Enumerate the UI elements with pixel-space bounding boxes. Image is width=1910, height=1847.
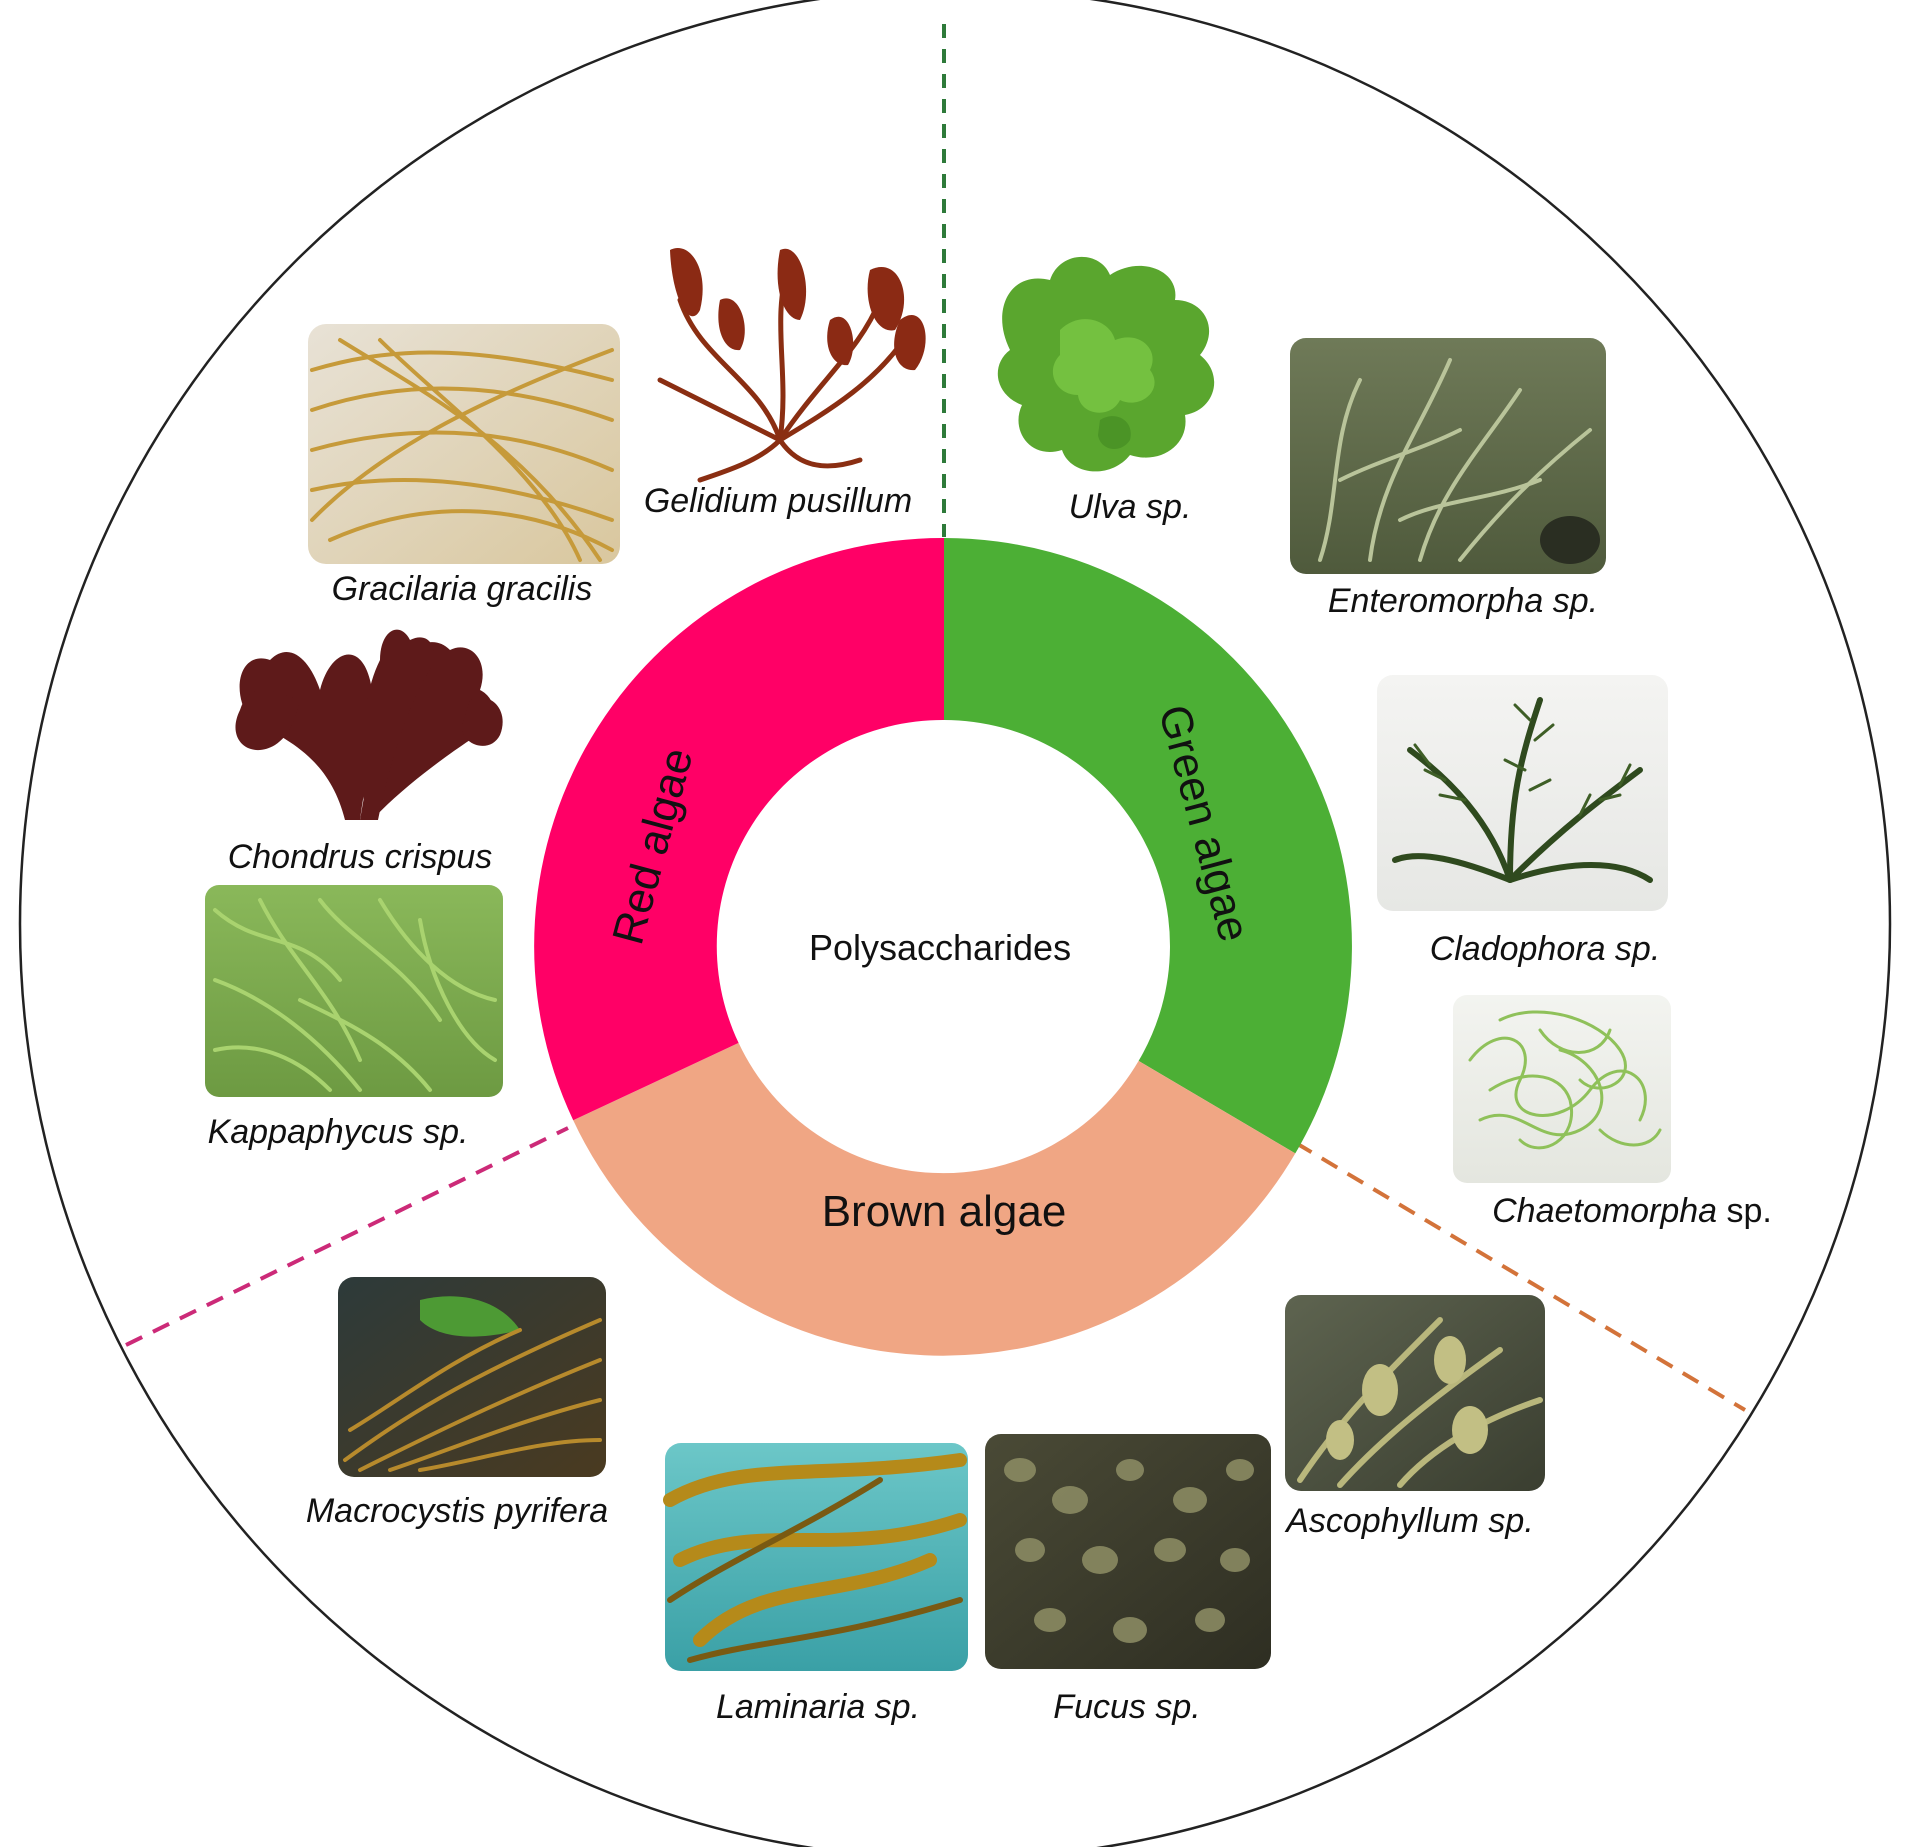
enteromorpha-label: Enteromorpha sp.: [1328, 582, 1598, 620]
green-algae-segment: [944, 538, 1352, 1154]
chondrus-photo: [235, 629, 503, 820]
kappaphycus-photo: [205, 885, 503, 1097]
brown-algae-segment: [573, 1042, 1296, 1356]
red-algae-segment: [534, 537, 944, 1121]
ulva-photo: [997, 256, 1215, 472]
ascophyllum-photo: [1285, 1295, 1545, 1491]
laminaria-photo: [663, 1443, 968, 1671]
macrocystis-photo: [338, 1277, 606, 1477]
red-brown-divider: [125, 1126, 569, 1347]
chaetomorpha-suffix: sp.: [1717, 1192, 1772, 1230]
green-brown-divider: [1294, 1141, 1747, 1412]
ascophyllum-label: Ascophyllum sp.: [1284, 1502, 1534, 1540]
gracilaria-label: Gracilaria gracilis: [332, 570, 593, 608]
kappaphycus-label: Kappaphycus sp.: [208, 1113, 469, 1151]
fucus-photo: [985, 1434, 1271, 1669]
brown-algae-label: Brown algae: [822, 1187, 1067, 1236]
enteromorpha-photo: [1290, 338, 1606, 574]
chaetomorpha-label: Chaetomorpha sp.: [1492, 1192, 1772, 1230]
macrocystis-label: Macrocystis pyrifera: [306, 1492, 608, 1530]
gracilaria-photo: [308, 324, 620, 564]
gelidium-photo: [657, 248, 926, 483]
center-label: Polysaccharides: [809, 927, 1071, 968]
fucus-label: Fucus sp.: [1053, 1688, 1200, 1726]
chondrus-label: Chondrus crispus: [228, 838, 493, 876]
gelidium-label: Gelidium pusillum: [644, 482, 912, 520]
cladophora-label: Cladophora sp.: [1430, 930, 1661, 968]
ulva-label: Ulva sp.: [1069, 488, 1192, 526]
laminaria-label: Laminaria sp.: [716, 1688, 920, 1726]
chaetomorpha-photo: [1453, 995, 1671, 1183]
cladophora-photo: [1377, 675, 1668, 911]
chaetomorpha-genus: Chaetomorpha: [1492, 1192, 1717, 1230]
